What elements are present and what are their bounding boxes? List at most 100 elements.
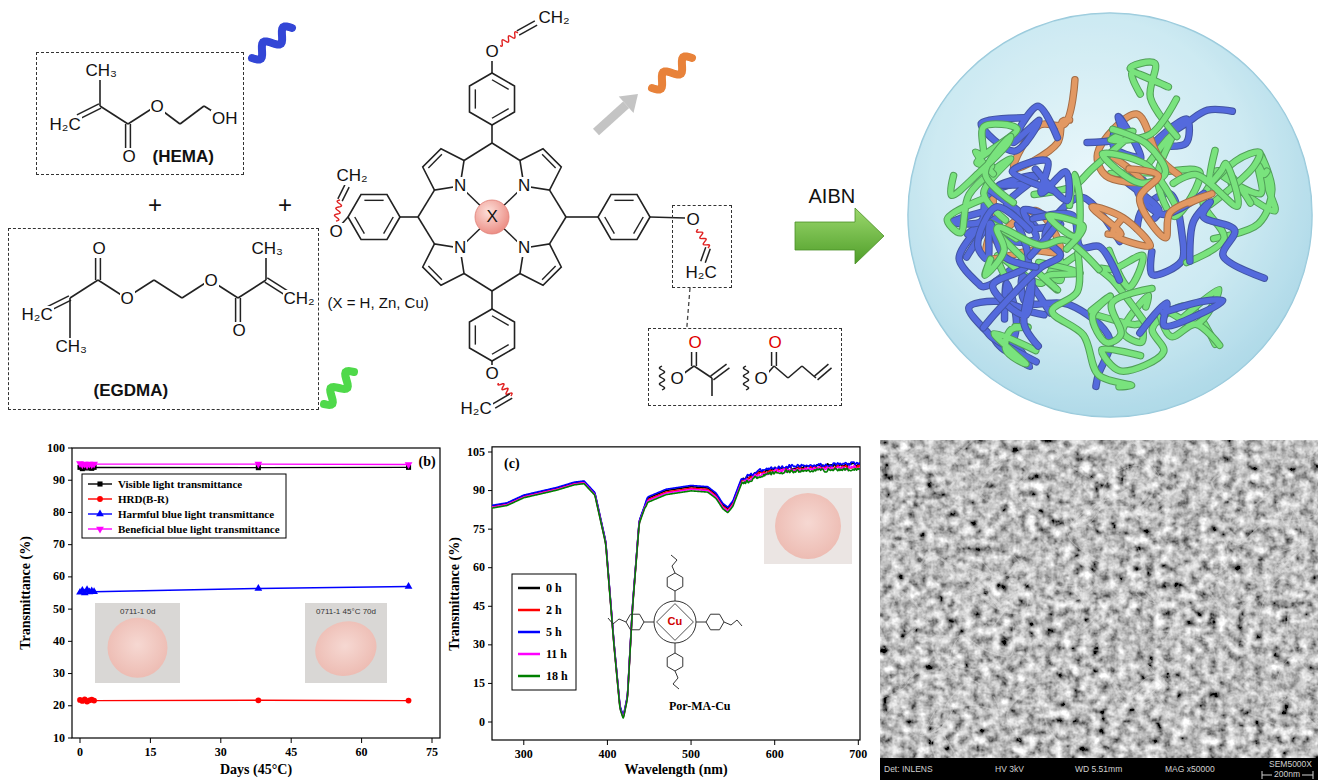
benzene-ring: [667, 653, 683, 671]
tick-label: 600: [766, 747, 784, 762]
data-marker: [254, 584, 262, 591]
monomer-box: CH₃H₂COOOH(HEMA): [36, 52, 244, 175]
double-bond-line: [95, 254, 97, 280]
sem-info: SEM5000X: [1269, 760, 1312, 769]
tick-mark: [488, 567, 492, 568]
tick-mark: [488, 683, 492, 684]
tick-label: 45: [285, 745, 297, 760]
ring-double-bond: [542, 266, 556, 280]
double-bond-line: [338, 185, 345, 199]
bond-line: [491, 291, 493, 309]
ring-double-bond: [384, 217, 394, 234]
legend-marker: [96, 510, 104, 517]
sem-fibre: [880, 621, 909, 667]
tick-mark: [488, 722, 492, 723]
sem-fibre: [1212, 540, 1235, 595]
atom-label: O: [686, 211, 701, 229]
atom-label: H₂C: [21, 306, 54, 324]
data-marker: [90, 462, 98, 469]
bond-line: [99, 80, 101, 106]
data-series: [80, 463, 409, 465]
bond-line: [418, 190, 434, 217]
legend-text: 18 h: [546, 669, 568, 684]
bond-line: [238, 280, 266, 298]
spectra: [492, 462, 860, 718]
double-bond-line: [493, 394, 510, 404]
double-bond-line: [814, 364, 828, 376]
sem-fibre: [1273, 501, 1302, 554]
sem-fibre: [1278, 547, 1318, 593]
wavy-bond: [335, 200, 342, 221]
legend-text: 2 h: [546, 603, 562, 618]
double-bond-line: [771, 352, 773, 366]
sem-fibre: [989, 556, 1030, 632]
benzene-ring: [667, 573, 683, 591]
bond-line: [70, 280, 98, 298]
legend-text: 11 h: [546, 647, 567, 662]
sem-fibre: [932, 723, 970, 758]
sample-photo: 0711-1 0d: [95, 603, 180, 683]
sem-fibre: [968, 574, 1001, 606]
sem-fibre: [892, 590, 928, 637]
tick-mark: [68, 705, 72, 706]
tick-label: 90: [473, 483, 485, 498]
atom-label: O: [150, 98, 165, 116]
polymer-ribbon: [652, 56, 692, 89]
tick-mark: [68, 609, 72, 610]
spectrum-line: [492, 464, 860, 716]
plot-frame: [492, 447, 860, 740]
benzene-ring: [348, 194, 400, 239]
legend-swatch: [518, 653, 540, 656]
reaction-arrow: [795, 208, 884, 264]
double-bond-line: [130, 124, 132, 150]
sphere-body: [908, 13, 1312, 417]
double-bond-line: [776, 352, 778, 366]
atom-label: CH₃: [55, 338, 88, 356]
grey-arrow-shaft: [596, 105, 626, 132]
ester-group: [724, 620, 742, 626]
sem-info: 200nm: [1274, 770, 1300, 779]
tick-mark: [607, 740, 608, 745]
atom-label: N: [453, 239, 467, 257]
dashed-connector: [687, 288, 690, 328]
sem-fibre: [1007, 687, 1063, 745]
sem-fibre: [1132, 546, 1160, 604]
bond-line: [491, 60, 493, 73]
benzene-ring: [469, 73, 514, 125]
bond-line: [265, 254, 267, 280]
tick-mark: [80, 738, 81, 743]
legend-marker: [97, 481, 102, 486]
sem-fibre: [1288, 699, 1318, 737]
tick-label: 500: [682, 747, 700, 762]
tick-label: 75: [426, 745, 438, 760]
double-bond-line: [519, 25, 537, 35]
double-bond-line: [235, 298, 237, 324]
double-bond-line: [691, 352, 693, 366]
metal-center: [475, 200, 509, 234]
legend-text: HRD(B-R): [118, 493, 169, 505]
double-bond-line: [711, 364, 727, 376]
legend-text: Beneficial blue light transmittance: [118, 523, 280, 535]
sem-fibre: [954, 562, 1016, 582]
ring-double-bond: [492, 80, 509, 90]
atom-label: O: [485, 43, 500, 61]
sem-info: WD 5.51mm: [1075, 765, 1122, 774]
tick-label: 100: [47, 441, 65, 456]
legend-marker: [96, 527, 104, 534]
sem-fibre: [919, 530, 934, 585]
wavy-bond: [498, 382, 512, 396]
sem-fibre: [950, 626, 1014, 670]
sem-fibre: [1148, 440, 1183, 457]
benzene-ring: [626, 614, 644, 630]
tick-mark: [68, 738, 72, 739]
ring-double-bond: [492, 345, 509, 355]
spectrum-line: [492, 463, 860, 716]
sem-fibre: [1212, 468, 1272, 508]
ring-double-bond: [542, 154, 556, 168]
metal-label: X: [487, 208, 498, 226]
scale-bar-end: [1313, 771, 1314, 779]
tick-mark: [68, 641, 72, 642]
chart-c: [488, 447, 860, 745]
sem-info: MAG x50000: [1165, 765, 1215, 774]
legend-box: [512, 574, 576, 690]
